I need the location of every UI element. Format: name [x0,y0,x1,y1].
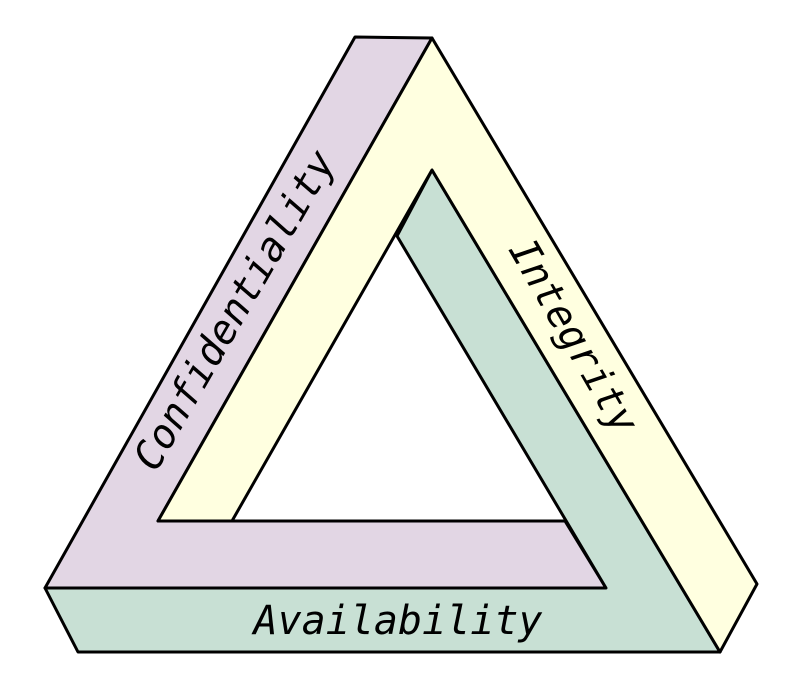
integrity-beam [156,36,759,654]
availability-label: Availability [251,598,543,644]
